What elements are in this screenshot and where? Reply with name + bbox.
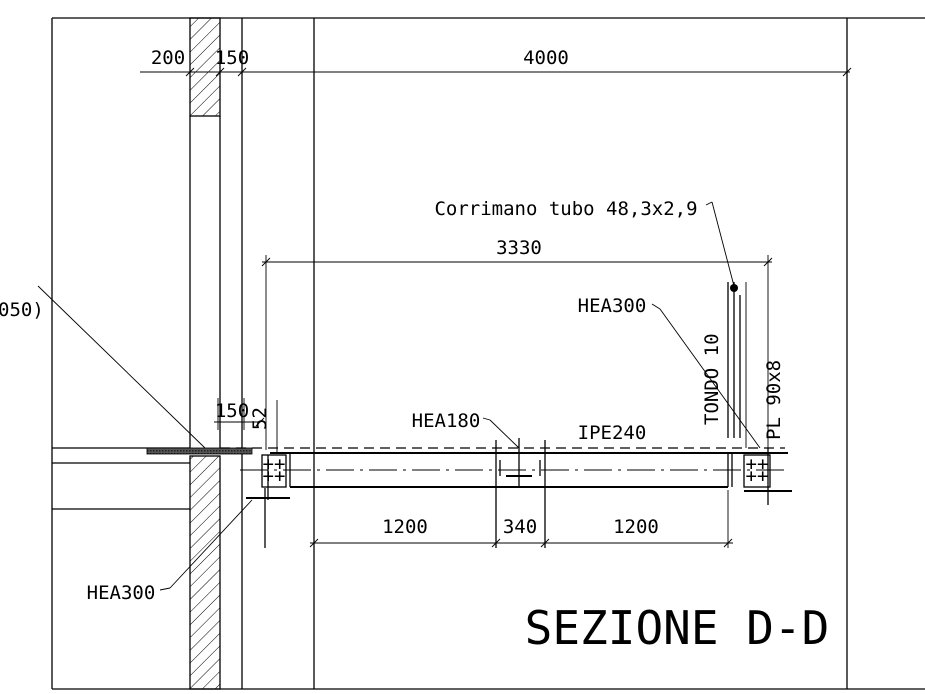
- dim-left-segment: 1200: [382, 516, 428, 538]
- leader-mid-beam-b: [489, 419, 520, 449]
- leader-upper-beam-b: [659, 308, 761, 449]
- bolt-mark-right: ++: [746, 453, 769, 475]
- small-dimension-lines: [214, 398, 278, 452]
- railing-post: [727, 282, 747, 448]
- label-plate: PL 90x8: [763, 360, 785, 440]
- label-handrail: Corrimano tubo 48,3x2,9: [434, 198, 697, 220]
- hatched-wall: [189, 17, 221, 690]
- main-beam: [220, 447, 790, 488]
- right-connection: ++ ++: [731, 448, 792, 505]
- dim-span: 4000: [523, 47, 569, 69]
- dim-edge: 150: [215, 400, 249, 422]
- left-connection: ++ ++: [246, 453, 290, 548]
- label-mid-beam: HEA180: [412, 410, 481, 432]
- left-slab: [52, 447, 253, 510]
- leader-handrail-b: [711, 201, 735, 287]
- drawing-frame: [51, 17, 925, 690]
- leader-cut: [37, 285, 206, 449]
- dim-wall: 200: [151, 47, 185, 69]
- leader-handrail-a: [705, 201, 713, 206]
- dim-right-segment: 1200: [613, 516, 659, 538]
- leader-upper-beam-a: [651, 303, 661, 310]
- top-dimension: [140, 67, 852, 77]
- leader-mid-beam-a: [482, 417, 491, 421]
- stair-width-dimension: [261, 255, 773, 455]
- section-title: SEZIONE D-D: [525, 601, 830, 655]
- middle-connection: [495, 438, 546, 548]
- label-upper-beam: HEA300: [578, 295, 647, 317]
- bolt-mark-left-2: ++: [263, 465, 286, 487]
- label-rod: TONDO 10: [701, 333, 723, 425]
- bottom-dimension: [309, 490, 733, 548]
- label-main-beam: IPE240: [578, 422, 647, 444]
- label-cut: 050): [0, 299, 44, 321]
- dim-offset: 52: [249, 407, 271, 430]
- label-lower-beam: HEA300: [87, 582, 156, 604]
- dim-stair-width: 3330: [496, 237, 542, 259]
- leader-lower-beam-a: [159, 587, 171, 591]
- leader-lower-beam-b: [169, 499, 253, 589]
- dim-middle-segment: 340: [503, 516, 537, 538]
- bolt-mark-right-2: ++: [746, 465, 769, 487]
- bolt-mark-left: ++: [263, 453, 286, 475]
- dim-gap: 150: [215, 47, 249, 69]
- vertical-lines: [241, 18, 315, 689]
